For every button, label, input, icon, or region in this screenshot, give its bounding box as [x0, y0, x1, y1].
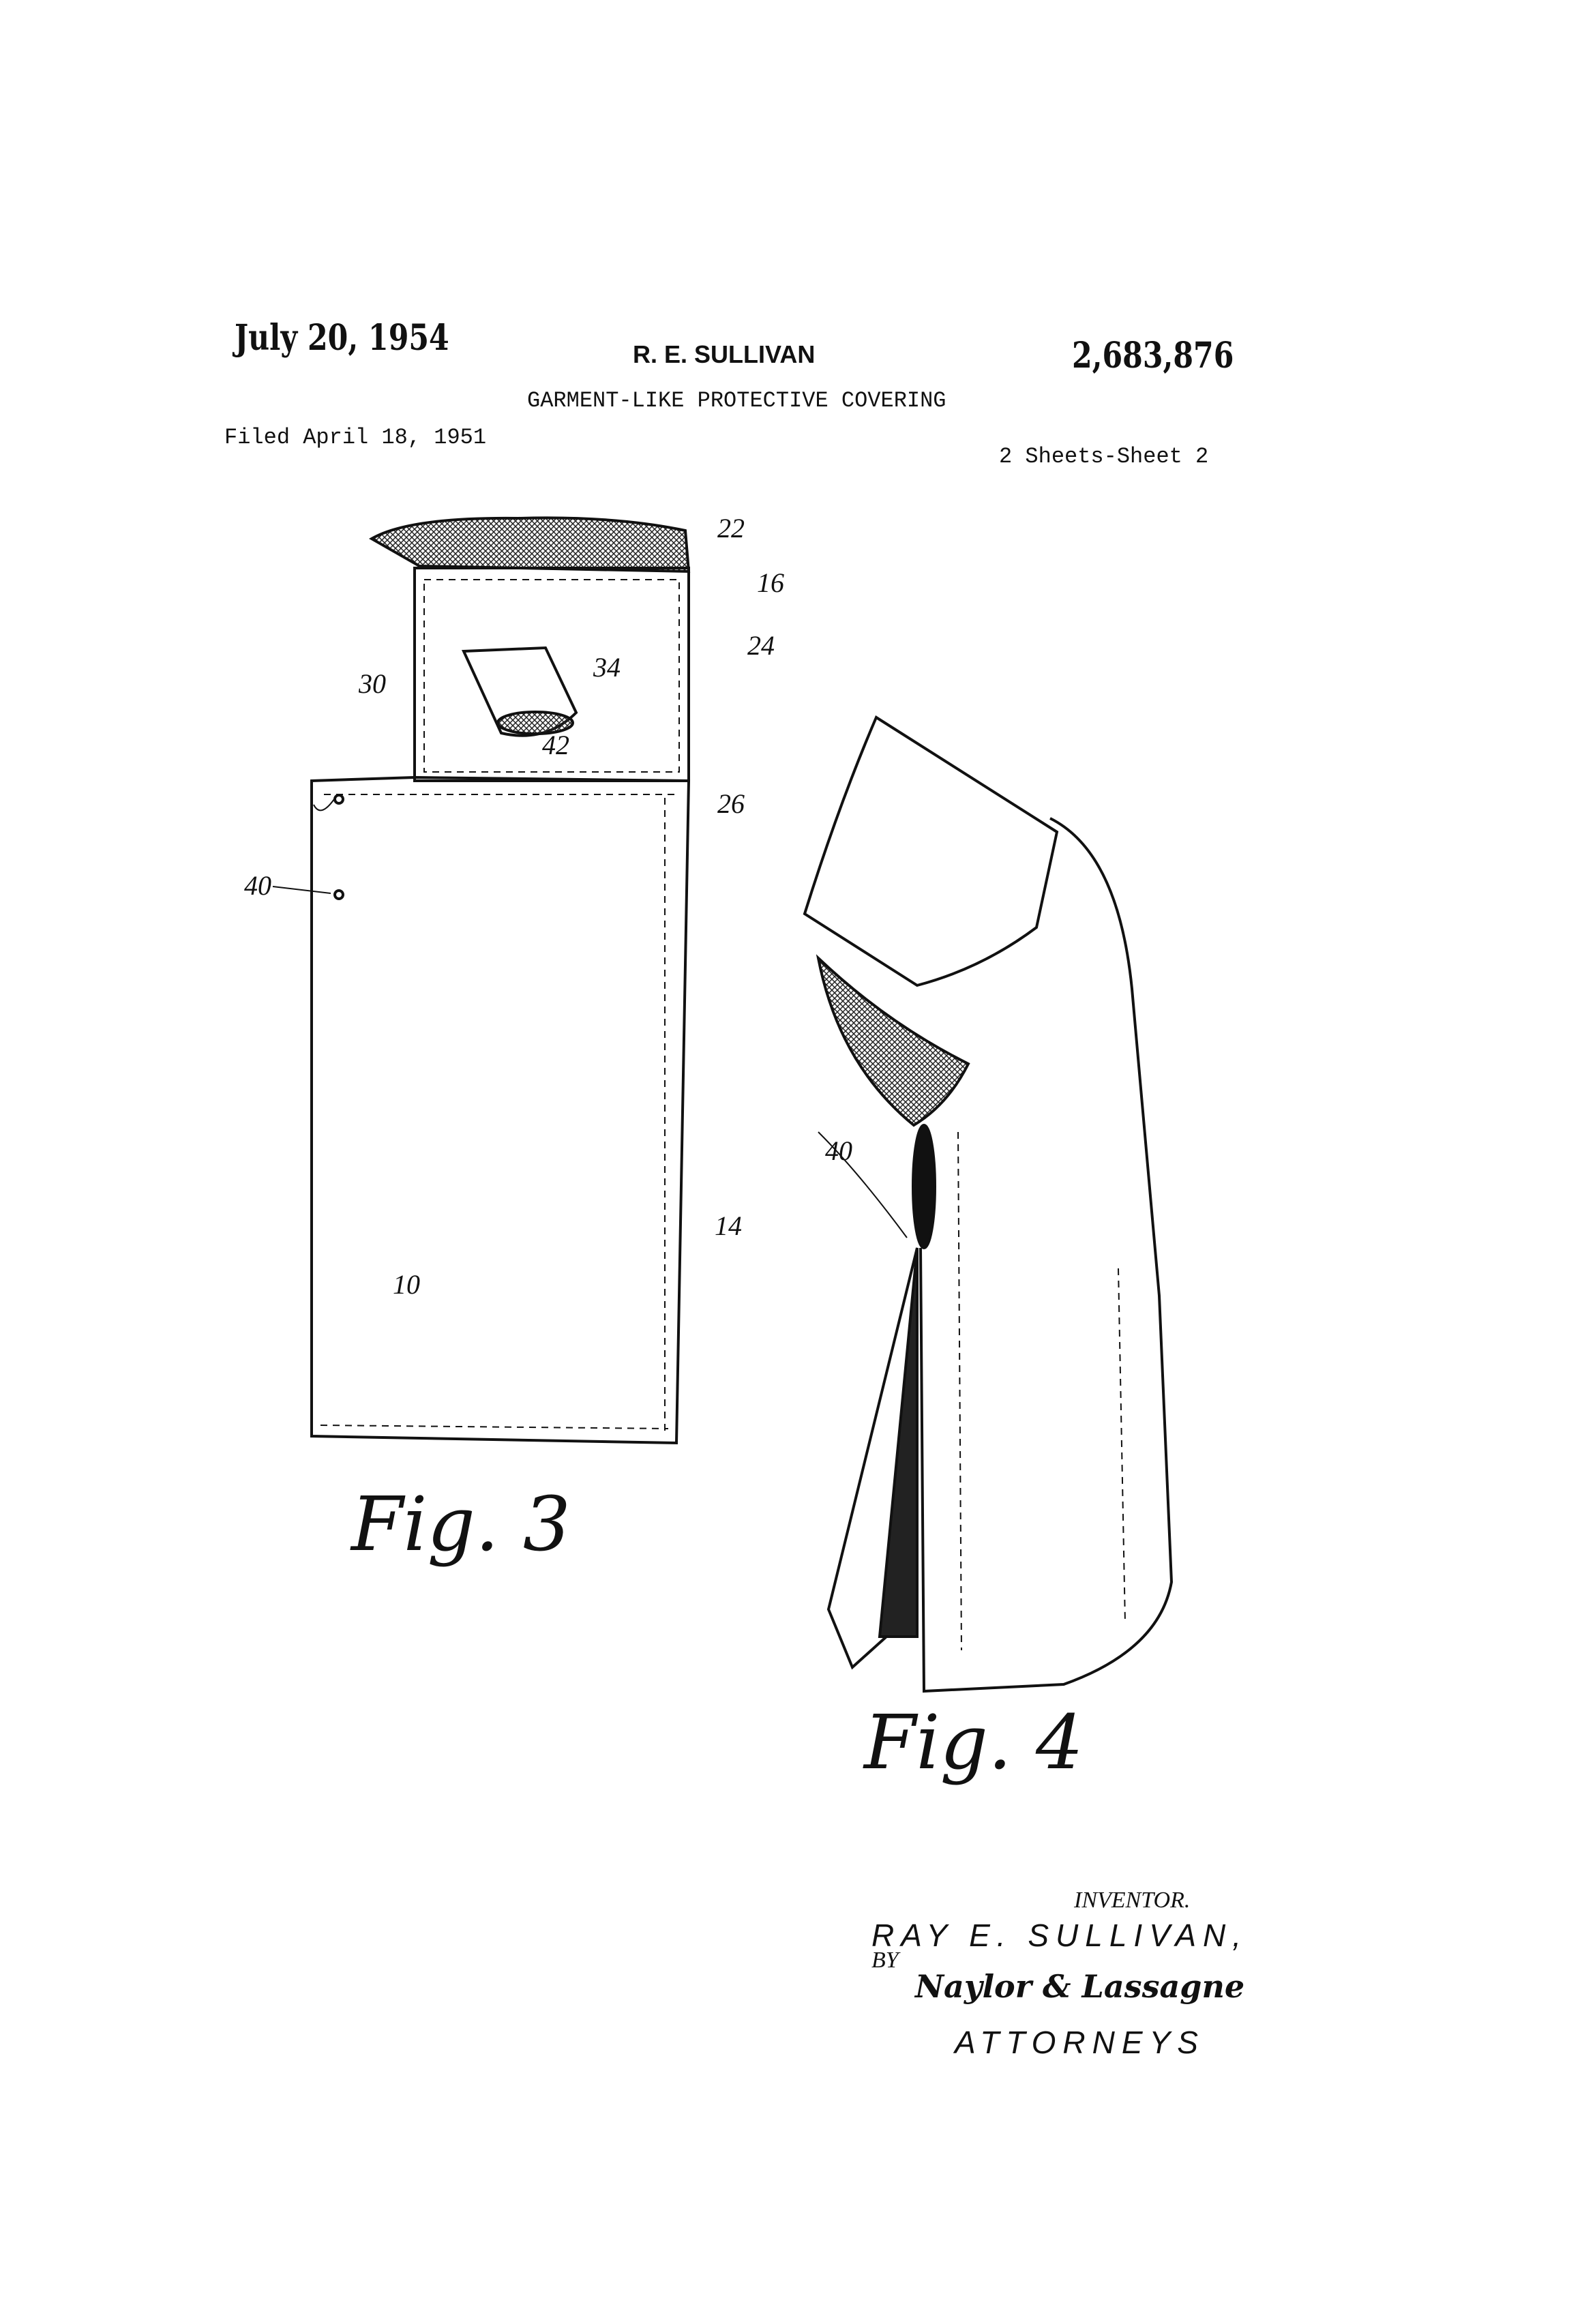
leader-40: [818, 1131, 908, 1238]
garment-back: [919, 817, 1174, 1693]
ref-42: 42: [542, 730, 569, 760]
fig-3-label: Fig. 3: [351, 1480, 571, 1568]
ref-34: 34: [593, 652, 621, 683]
figure-outline-dashed: [957, 1131, 1126, 1651]
patent-date: July 20, 1954: [235, 317, 449, 359]
patent-title: GARMENT-LIKE PROTECTIVE COVERING: [527, 388, 946, 413]
ref-22: 22: [717, 513, 745, 543]
body-panel: [310, 775, 691, 1445]
attorney-signature: Naylor & Lassagne: [915, 1968, 1245, 2005]
filed-date: Filed April 18, 1951: [224, 425, 487, 450]
fig4-ref-40: 40: [825, 1135, 852, 1166]
fig-4-label: Fig. 4: [864, 1699, 1084, 1786]
snap-40b: [333, 889, 344, 900]
figure-3-drawing: [272, 516, 691, 1445]
ref-10: 10: [393, 1269, 420, 1300]
inner-opening: [878, 1247, 919, 1638]
fastened-snaps: [912, 1124, 936, 1249]
hood-stitching: [423, 579, 680, 773]
ref-40: 40: [244, 870, 271, 901]
sheet-count: 2 Sheets-Sheet 2: [999, 444, 1209, 469]
ref-30: 30: [359, 668, 386, 699]
ref-14: 14: [715, 1210, 742, 1241]
body-stitching: [320, 794, 675, 1432]
hood-top: [368, 516, 691, 573]
face-shadow: [816, 954, 970, 1127]
inventor-label: INVENTOR.: [1074, 1888, 1191, 1913]
leader-40: [272, 799, 335, 894]
patent-number: 2,683,876: [1072, 335, 1234, 376]
attorneys-label: ATTORNEYS: [955, 2025, 1205, 2060]
inventor-header: R. E. SULLIVAN: [633, 340, 816, 368]
element-42: [496, 711, 574, 735]
ref-24: 24: [747, 630, 775, 661]
hood-panel: [413, 567, 690, 782]
hood-on-figure: [803, 715, 1059, 987]
by-label: BY: [871, 1948, 899, 1973]
figure-4-drawing: [803, 715, 1174, 1693]
snap-40a: [333, 794, 344, 805]
ref-16: 16: [757, 567, 784, 598]
inventor-signature: RAY E. SULLIVAN,: [871, 1918, 1249, 1953]
ref-26: 26: [717, 788, 745, 819]
